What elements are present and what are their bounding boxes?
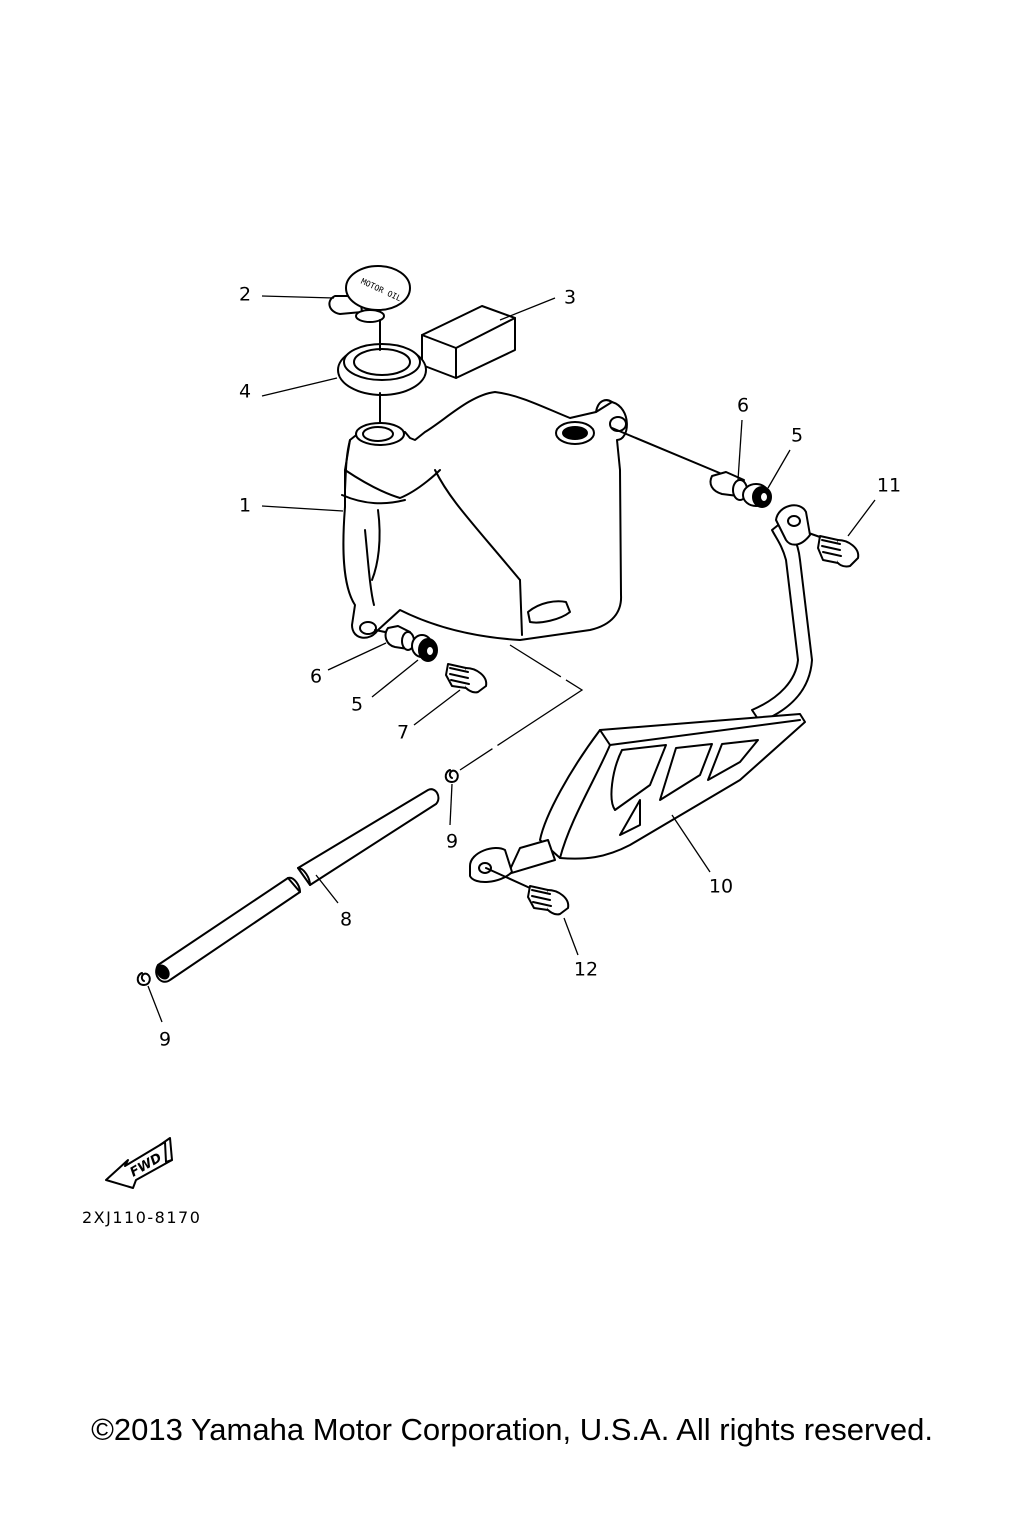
callouts: 1 2 3 4 5 5 6 6 7 8 9 9 10 11 12 (159, 284, 901, 1051)
callout-2: 2 (239, 284, 251, 306)
collar-left[interactable] (384, 625, 415, 651)
collar-right[interactable] (709, 471, 748, 501)
callout-11: 11 (877, 475, 901, 497)
damper-left[interactable] (411, 634, 438, 662)
callout-6-right: 6 (737, 395, 749, 417)
fwd-arrow-icon: FWD (105, 1137, 173, 1189)
callout-1: 1 (239, 495, 251, 517)
bolt-12[interactable] (527, 885, 570, 916)
callout-9-lower: 9 (159, 1029, 171, 1051)
tank-bracket[interactable] (469, 504, 813, 883)
oil-tank[interactable] (341, 391, 628, 641)
bolt-11[interactable] (799, 529, 860, 568)
breather-hose[interactable] (155, 788, 440, 983)
filler-grommet[interactable] (337, 343, 427, 396)
oil-cap[interactable]: MOTOR OIL (328, 265, 411, 323)
callout-12: 12 (574, 959, 598, 981)
hose-clip-upper[interactable] (444, 769, 459, 783)
callout-10: 10 (709, 876, 733, 898)
copyright-notice: ©2013 Yamaha Motor Corporation, U.S.A. A… (91, 1412, 933, 1447)
callout-7: 7 (397, 722, 409, 744)
callout-9-upper: 9 (446, 831, 458, 853)
box-part[interactable] (421, 305, 516, 379)
callout-4: 4 (239, 381, 251, 403)
routing-line (459, 644, 584, 771)
bolt-7[interactable] (445, 663, 488, 694)
callout-5-right: 5 (791, 425, 803, 447)
callout-5-left: 5 (351, 694, 363, 716)
hose-clip-lower[interactable] (136, 972, 151, 986)
callout-6-left: 6 (310, 666, 322, 688)
diagram-code: 2XJ110-8170 (82, 1208, 201, 1227)
damper-right[interactable] (742, 483, 772, 508)
callout-8: 8 (340, 909, 352, 931)
callout-3: 3 (564, 287, 576, 309)
leader-lines (147, 295, 876, 1023)
